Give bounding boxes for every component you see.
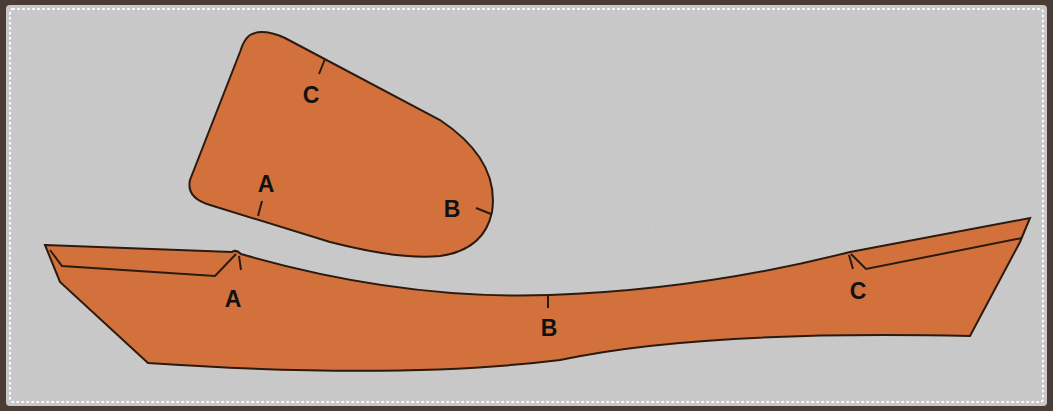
leather-ground [6,5,1047,406]
match-letter: C [850,280,867,303]
dotted-border [10,9,1043,402]
fold-line [851,238,1022,269]
match-letter: B [541,317,558,340]
leather-texture [6,5,1047,406]
match-marks [239,59,853,308]
side-piece [45,218,1030,371]
fold-line [50,250,236,276]
match-letter: A [225,288,242,311]
match-letter: A [258,173,275,196]
match-letter: B [444,198,461,221]
match-letter: C [303,84,320,107]
toe-piece [189,32,493,257]
